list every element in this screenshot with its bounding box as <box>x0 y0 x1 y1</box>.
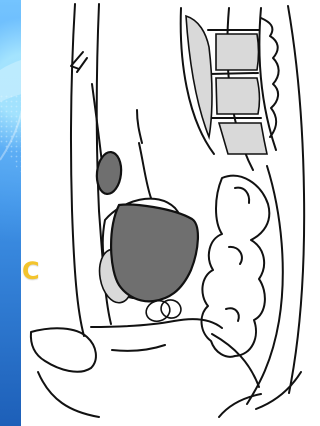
diagram-panel <box>21 0 320 426</box>
slide-label: C <box>22 259 40 283</box>
pelvic-diagram <box>21 0 320 426</box>
